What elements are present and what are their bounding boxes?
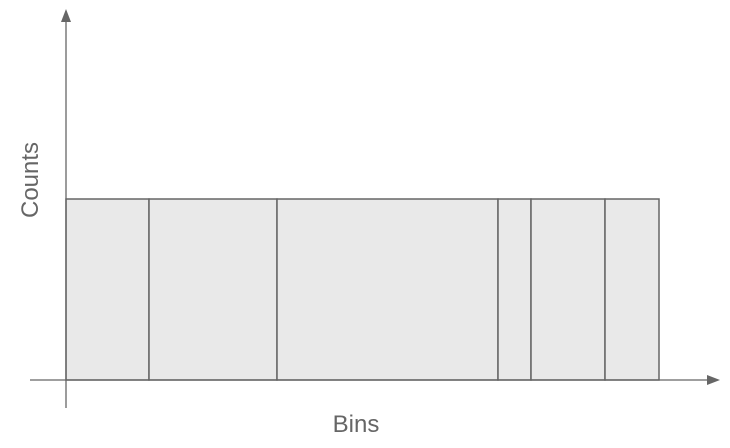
y-axis-arrowhead — [61, 9, 71, 22]
histogram-bar-6 — [604, 198, 660, 381]
y-axis-label: Counts — [17, 142, 44, 218]
x-axis-arrowhead — [707, 375, 720, 385]
histogram-bar-5 — [530, 198, 606, 381]
histogram-bar-4 — [497, 198, 532, 381]
histogram-bar-1 — [65, 198, 150, 381]
x-axis-label: Bins — [333, 411, 380, 438]
histogram-bar-2 — [148, 198, 278, 381]
bars-group — [65, 198, 660, 381]
histogram-bar-3 — [276, 198, 499, 381]
